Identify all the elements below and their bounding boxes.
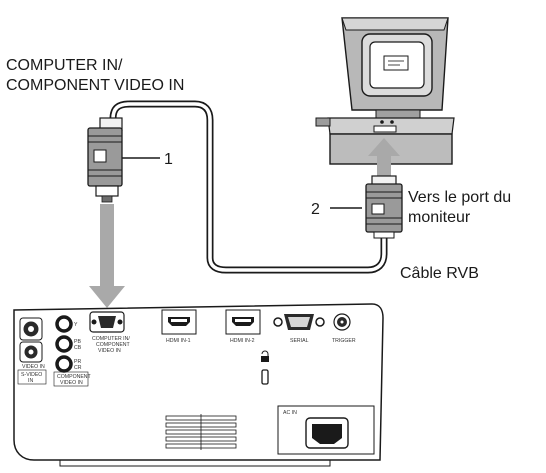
label-serial: SERIAL [290, 338, 309, 344]
vent-grille [165, 414, 237, 450]
arrow-down-icon [89, 204, 125, 308]
label-pb-2: CB [74, 345, 82, 351]
label-s-video-1: S-VIDEO [21, 372, 42, 378]
label-pb-1: PB [74, 339, 81, 345]
title-line-1: COMPUTER IN/ [6, 57, 123, 74]
label-video-in: VIDEO IN [22, 364, 45, 370]
label-computer-3: VIDEO IN [98, 348, 121, 354]
callout-2: 2 [311, 201, 320, 218]
s-video-port [19, 317, 43, 341]
video-in-port [19, 341, 43, 363]
label-pr-2: CR [74, 365, 82, 371]
label-component-1: COMPONENT [57, 374, 92, 380]
label-trigger: TRIGGER [332, 338, 356, 344]
serial-port [273, 314, 325, 330]
monitor-port-line-2: moniteur [408, 209, 471, 226]
monitor-port-line-1: Vers le port du [408, 189, 511, 206]
label-component-2: VIDEO IN [60, 380, 83, 386]
label-computer-1: COMPUTER IN/ [92, 336, 130, 342]
cable-label: Câble RVB [400, 265, 479, 282]
vga-connector-1 [87, 117, 123, 203]
label-hdmi-2: HDMI IN-2 [230, 338, 255, 344]
trigger-port [333, 313, 351, 331]
label-pr-1: PR [74, 359, 81, 365]
vga-connector-2 [365, 175, 403, 239]
hdmi-2-port [225, 309, 261, 335]
rgb-cable [109, 100, 388, 274]
lock-icon [261, 350, 269, 362]
label-hdmi-1: HDMI IN-1 [166, 338, 191, 344]
callout-1: 1 [164, 151, 173, 168]
label-computer-2: COMPONENT [96, 342, 131, 348]
security-slot [261, 369, 269, 385]
hdmi-1-port [161, 309, 197, 335]
label-y: Y [74, 322, 78, 328]
ac-in-socket [277, 405, 375, 455]
label-ac-in: AC IN [283, 410, 297, 416]
title-line-2: COMPONENT VIDEO IN [6, 77, 184, 94]
arrow-up-icon [368, 138, 400, 177]
component-ports [55, 315, 73, 373]
label-s-video-2: IN [28, 378, 33, 384]
computer-in-port [89, 311, 125, 333]
